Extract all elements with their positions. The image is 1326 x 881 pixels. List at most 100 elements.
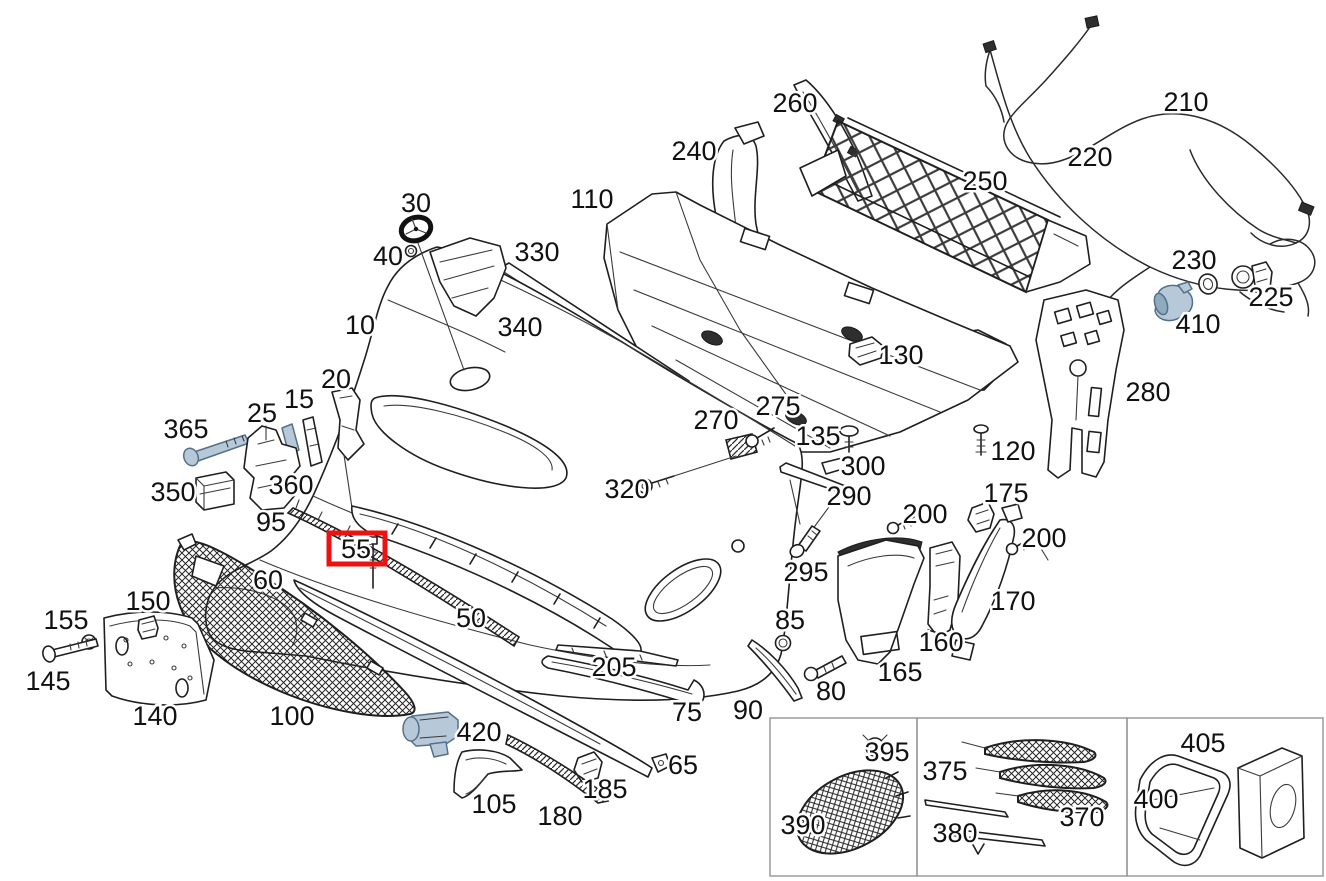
part-220-wiring-harness-drawing <box>982 40 1316 317</box>
part-label-250[interactable]: 250 <box>960 164 1010 199</box>
part-205-strip-drawing <box>555 644 679 667</box>
part-275-screw-drawing <box>745 427 775 448</box>
part-30-star-emblem-drawing <box>398 214 434 244</box>
part-label-90[interactable]: 90 <box>730 693 765 728</box>
part-label-155[interactable]: 155 <box>41 603 91 638</box>
part-180-slat-drawing <box>505 733 610 804</box>
part-label-145[interactable]: 145 <box>23 664 73 699</box>
part-label-135[interactable]: 135 <box>793 419 843 454</box>
part-label-410[interactable]: 410 <box>1173 307 1223 342</box>
part-label-25[interactable]: 25 <box>244 396 279 431</box>
part-40-nut-drawing <box>404 244 418 258</box>
part-20-bracket-drawing <box>331 387 365 509</box>
part-label-65[interactable]: 65 <box>665 748 700 783</box>
part-label-380[interactable]: 380 <box>930 816 980 851</box>
part-label-220[interactable]: 220 <box>1065 140 1115 175</box>
part-65-clip-drawing <box>651 753 671 773</box>
part-230-ring-drawing <box>1198 273 1218 295</box>
part-175-clip-drawing <box>967 501 995 533</box>
part-label-165[interactable]: 165 <box>875 655 925 690</box>
part-400-headlamp-frame-drawing <box>1134 754 1231 867</box>
part-label-420[interactable]: 420 <box>454 715 504 750</box>
part-135-rivet-drawing <box>839 425 859 453</box>
part-label-10[interactable]: 10 <box>342 308 377 343</box>
part-label-55[interactable]: 55 <box>338 532 373 567</box>
part-395-clip-drawing <box>862 734 888 763</box>
part-label-200[interactable]: 200 <box>1019 521 1069 556</box>
part-60-trim-strip-drawing <box>293 579 653 778</box>
part-label-15[interactable]: 15 <box>281 382 316 417</box>
part-label-375[interactable]: 375 <box>920 754 970 789</box>
part-label-160[interactable]: 160 <box>916 625 966 660</box>
part-label-175[interactable]: 175 <box>981 476 1031 511</box>
part-label-400[interactable]: 400 <box>1131 782 1181 817</box>
part-label-185[interactable]: 185 <box>580 772 630 807</box>
part-label-275[interactable]: 275 <box>753 389 803 424</box>
part-label-365[interactable]: 365 <box>161 412 211 447</box>
part-200-screw-right-drawing <box>1005 536 1049 561</box>
part-label-330[interactable]: 330 <box>512 235 562 270</box>
part-label-320[interactable]: 320 <box>602 472 652 507</box>
part-label-210[interactable]: 210 <box>1161 85 1211 120</box>
part-label-230[interactable]: 230 <box>1169 243 1219 278</box>
part-label-370[interactable]: 370 <box>1057 800 1107 835</box>
part-label-395[interactable]: 395 <box>862 735 912 770</box>
part-label-295[interactable]: 295 <box>781 555 831 590</box>
part-label-130[interactable]: 130 <box>876 338 926 373</box>
part-label-40[interactable]: 40 <box>370 239 405 274</box>
part-label-60[interactable]: 60 <box>250 563 285 598</box>
part-label-170[interactable]: 170 <box>988 584 1038 619</box>
part-label-180[interactable]: 180 <box>535 799 585 834</box>
part-label-280[interactable]: 280 <box>1123 375 1173 410</box>
part-label-80[interactable]: 80 <box>813 674 848 709</box>
part-label-260[interactable]: 260 <box>770 86 820 121</box>
part-15-strip-drawing <box>302 416 323 467</box>
part-label-360[interactable]: 360 <box>266 468 316 503</box>
part-360-bracket-drawing <box>243 425 301 511</box>
part-label-100[interactable]: 100 <box>267 699 317 734</box>
part-80-bolt-drawing <box>803 655 847 682</box>
part-label-150[interactable]: 150 <box>123 584 173 619</box>
part-label-290[interactable]: 290 <box>824 479 874 514</box>
part-label-225[interactable]: 225 <box>1246 280 1296 315</box>
inset-box-3 <box>1126 717 1324 877</box>
part-label-75[interactable]: 75 <box>669 695 704 730</box>
part-label-110[interactable]: 110 <box>568 182 616 217</box>
part-label-20[interactable]: 20 <box>318 362 353 397</box>
part-label-50[interactable]: 50 <box>453 601 488 636</box>
part-label-140[interactable]: 140 <box>130 699 180 734</box>
part-10-bumper-cover-drawing <box>204 237 803 701</box>
part-label-85[interactable]: 85 <box>772 603 807 638</box>
part-label-300[interactable]: 300 <box>838 449 888 484</box>
part-label-405[interactable]: 405 <box>1178 726 1228 761</box>
part-label-30[interactable]: 30 <box>398 186 433 221</box>
part-label-390[interactable]: 390 <box>778 808 828 843</box>
part-label-240[interactable]: 240 <box>669 134 719 169</box>
part-280-side-bracket-drawing <box>1035 289 1125 479</box>
labels-layer: 260 210 240 220 250 30 110 40 330 230 225 340 410 10 1… <box>23 85 1296 851</box>
part-405-lamp-housing-drawing <box>1237 747 1305 859</box>
part-410-sensor-holder-drawing <box>1153 281 1194 322</box>
part-200-screw-left-drawing <box>886 516 915 535</box>
part-label-200[interactable]: 200 <box>900 497 950 532</box>
part-140-license-bracket-drawing <box>103 611 215 706</box>
part-label-95[interactable]: 95 <box>253 505 288 540</box>
part-90-strip-drawing <box>747 639 803 702</box>
part-label-350[interactable]: 350 <box>148 475 198 510</box>
part-label-205[interactable]: 205 <box>589 650 639 685</box>
part-105-corner-trim-drawing <box>453 749 523 799</box>
inset-boxes-layer <box>769 717 1324 877</box>
selected-part-highlight <box>326 530 388 567</box>
part-75-trim-strip-drawing <box>541 655 705 707</box>
part-170-pillar-trim-drawing <box>950 503 1023 661</box>
part-420-camera-unit-drawing <box>402 711 459 758</box>
part-110-underbody-panel-drawing <box>603 191 1019 453</box>
part-label-270[interactable]: 270 <box>691 403 741 438</box>
part-label-340[interactable]: 340 <box>495 310 545 345</box>
part-label-120[interactable]: 120 <box>988 434 1038 469</box>
part-label-105[interactable]: 105 <box>469 787 519 822</box>
part-85-grommet-drawing <box>774 634 792 652</box>
part-350-control-module-drawing <box>195 471 235 511</box>
